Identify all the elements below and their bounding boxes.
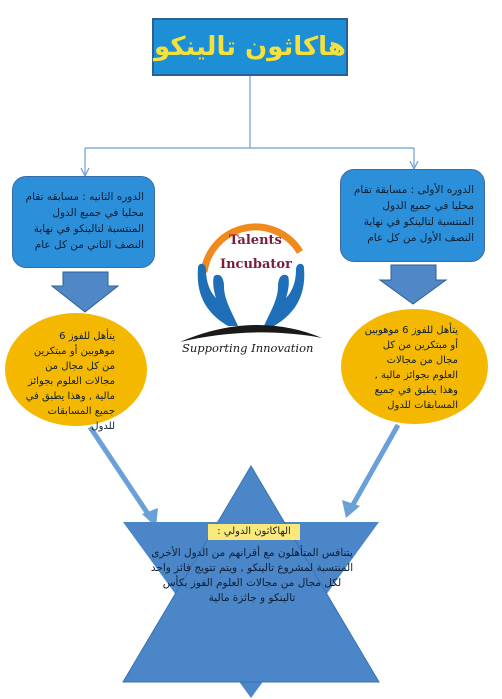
left-hand-icon — [197, 263, 238, 326]
international-hackathon-label: الهاكاثون الدولي : — [208, 524, 300, 540]
right-diagonal-arrow — [347, 423, 401, 512]
stage-two-box: الدوره الثانيه : مسابقه تقام محليا في جم… — [12, 176, 155, 268]
right-diagonal-arrowhead — [342, 500, 360, 518]
logo-swoosh-icon — [180, 324, 322, 342]
international-hackathon-text: يتنافس المتأهلون مع أقرانهم من الدول الأ… — [150, 547, 354, 604]
logo-arc-icon — [200, 223, 303, 273]
logo-incubator: Incubator — [220, 257, 292, 272]
qualification-oval-left: يتأهل للفوز 6 موهوبين أو مبتكرين من كل م… — [5, 313, 147, 432]
diagram-title: هاكاثون تالينكو — [154, 32, 346, 62]
star-triangle-down — [123, 522, 379, 698]
qualification-oval-right: يتأهل للفوز 6 موهوبين أو مبتكرين من كل م… — [341, 309, 488, 424]
right-down-chevron-icon — [378, 264, 448, 305]
right-hand-icon — [264, 263, 305, 326]
logo-talents: Talents — [229, 233, 282, 248]
stage-one-box: الدوره الأولى : مسابقة تقام محليا في جمي… — [340, 169, 485, 262]
logo-tagline: Supporting Innovation — [182, 341, 314, 355]
title-box: هاكاثون تالينكو — [152, 18, 348, 76]
left-diagonal-arrow — [87, 425, 155, 522]
left-down-chevron-icon — [50, 271, 120, 313]
